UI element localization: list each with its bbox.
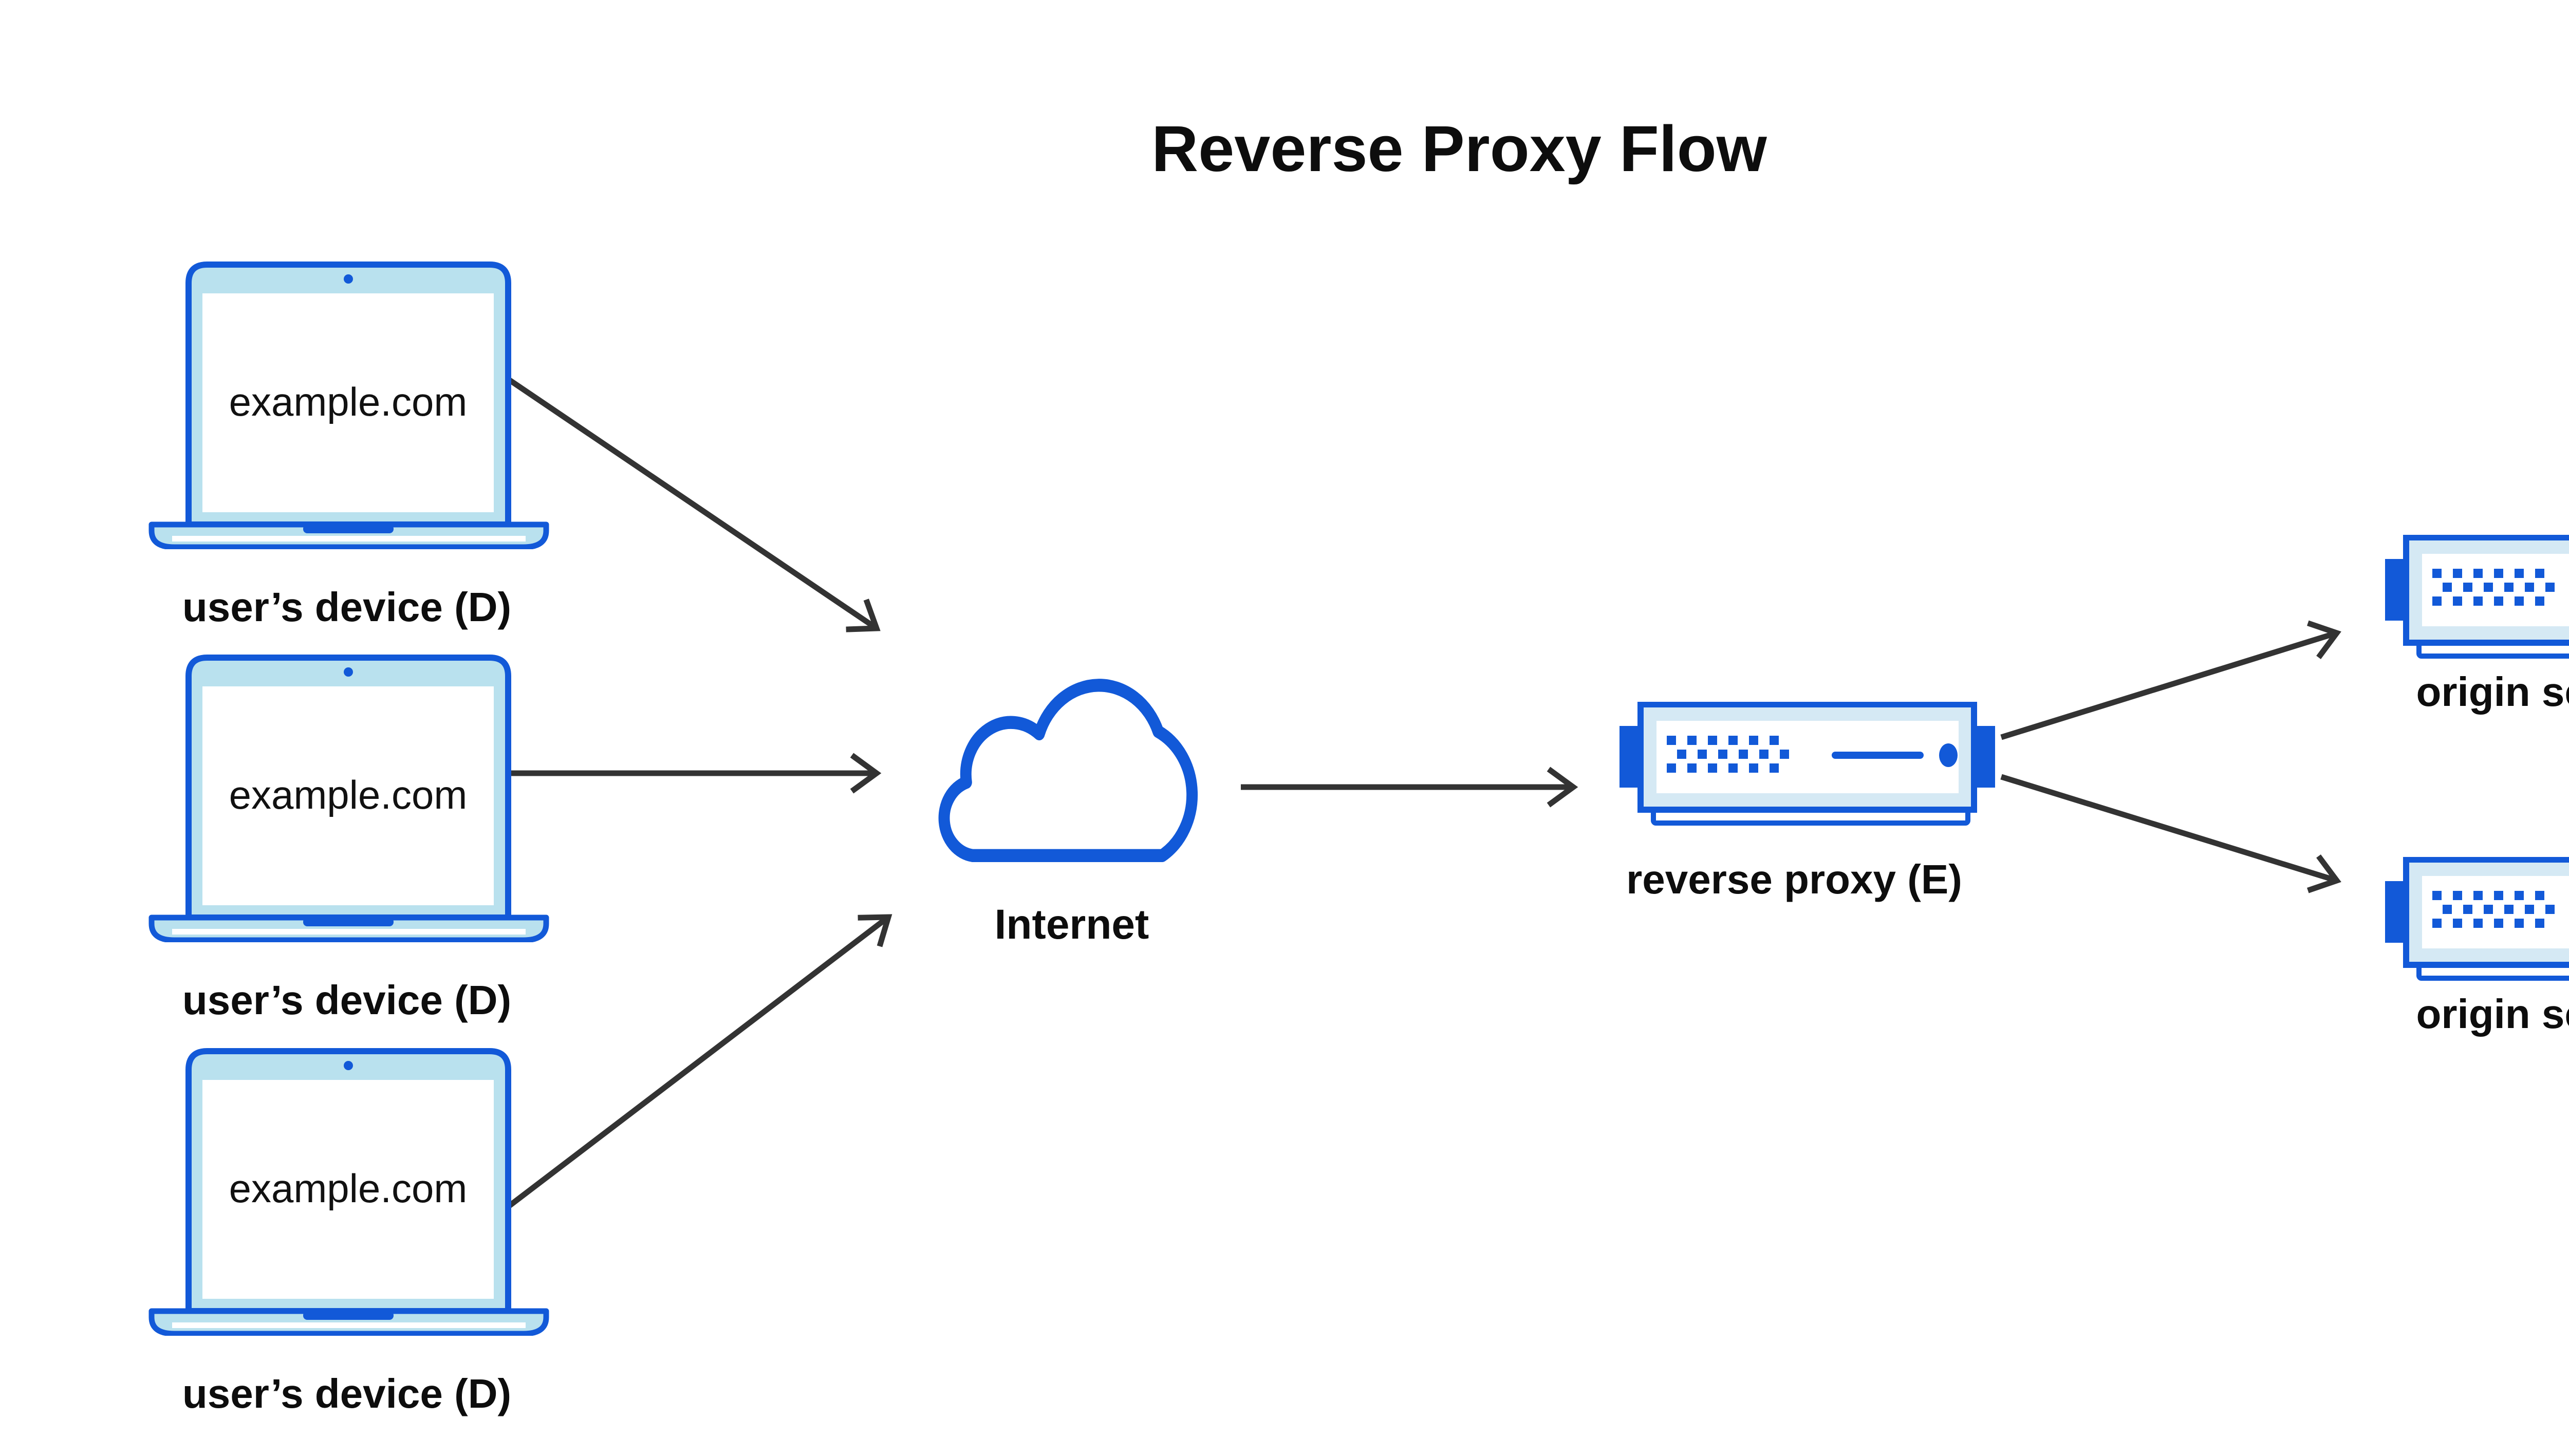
arrow-device1-to-internet [508,378,881,632]
device3-label: user’s device (D) [182,1371,512,1416]
user-device-2: example.com [148,655,549,942]
page-title: Reverse Proxy Flow [1151,113,1767,185]
internet-label: Internet [994,901,1149,948]
reverse-proxy-label: reverse proxy (E) [1626,856,1962,902]
arrow-proxy-to-origin2 [2000,774,2341,893]
user-device-1: example.com [148,262,549,549]
arrow-proxy-to-origin1 [2000,620,2341,740]
origin-server-2-label: origin server (F) [2416,991,2569,1037]
device1-label: user’s device (D) [182,584,512,630]
user-device-3: example.com [148,1048,549,1336]
device2-label: user’s device (D) [182,977,512,1023]
device2-screen-text: example.com [229,772,468,817]
origin-server-1-label: origin server (F) [2416,669,2569,715]
origin-server-1-icon [2385,535,2569,661]
internet-cloud-icon [921,665,1203,866]
origin-server-2-icon [2385,857,2569,983]
reverse-proxy-icon [1619,702,1995,828]
device3-screen-text: example.com [229,1166,468,1211]
device1-screen-text: example.com [229,379,468,424]
arrow-device3-to-internet [507,914,892,1209]
